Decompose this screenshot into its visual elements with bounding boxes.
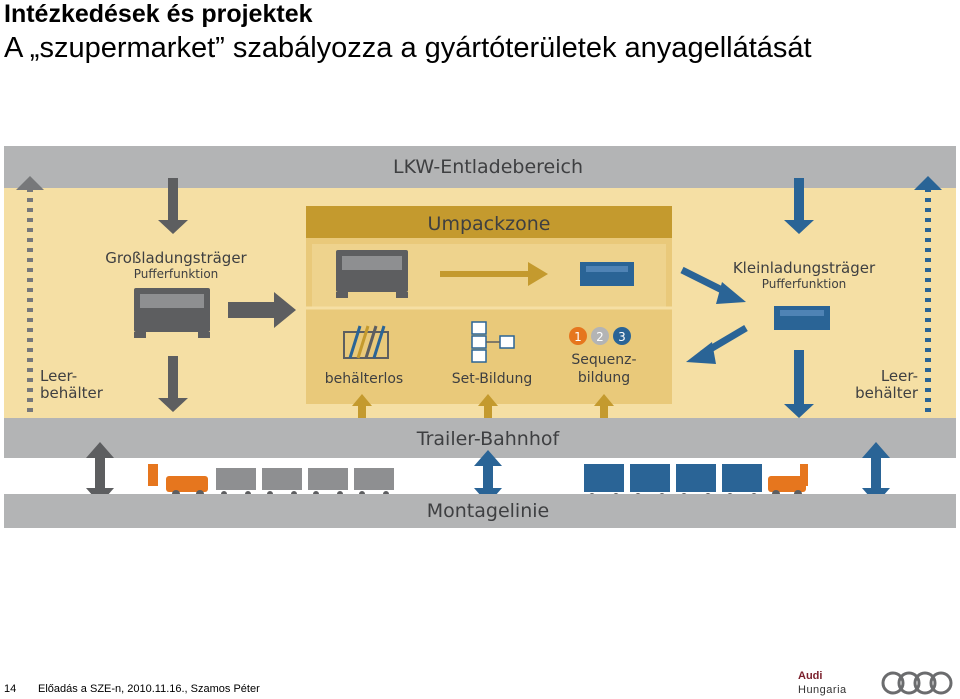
repack-zone (306, 206, 672, 404)
left-to-repack-arrow (228, 292, 296, 328)
sequence-badge-3 (613, 327, 631, 345)
sequence-badge-1 (569, 327, 587, 345)
trailer-station-label: Trailer-Bahnhof (416, 428, 561, 450)
sequence-badge-2-label: 2 (596, 330, 604, 344)
unloading-band-label: LKW-Entladebereich (393, 156, 583, 178)
brand-subname: Hungaria (798, 684, 847, 696)
repack-zone-title: Umpackzone (428, 213, 551, 235)
supermarket-diagram: LKW-Entladebereich Umpackzone behälterlo… (4, 146, 956, 528)
slide-title: Intézkedések és projektek (4, 0, 313, 28)
trailer-station-band (4, 418, 956, 458)
page-number: 14 (4, 683, 17, 695)
sequence-badge-2 (591, 327, 609, 345)
slide-subtitle: A „szupermarket” szabályozza a gyártóter… (4, 32, 812, 64)
gray-tugger-train (148, 464, 394, 498)
right-empty-label-2: behälter (855, 384, 919, 402)
left-down-arrow (158, 356, 188, 412)
left-empty-label-2: behälter (40, 384, 104, 402)
sequence-badge-1-label: 1 (574, 330, 582, 344)
large-carrier-sublabel: Pufferfunktion (134, 267, 219, 281)
footer-text: Előadás a SZE-n, 2010.11.16., Szamos Pét… (38, 683, 260, 695)
zone-containerless: behälterlos (325, 371, 403, 387)
right-dashed-arrowhead (914, 176, 942, 190)
right-top-arrow (784, 178, 814, 234)
repack-zone-header (306, 206, 672, 238)
small-carrier-icon (774, 306, 830, 330)
zone-sequence-line2: bildung (578, 370, 630, 386)
left-empty-label-1: Leer- (40, 367, 77, 385)
assembly-line-band (4, 494, 956, 528)
right-arrow-diag-2-head (686, 342, 716, 364)
zone-sequence-line1: Sequenz- (571, 352, 636, 368)
small-carrier-sublabel: Pufferfunktion (762, 277, 847, 291)
large-carrier-label: Großladungsträger (105, 249, 247, 267)
left-dashed-arrowhead (16, 176, 44, 190)
small-carrier-label: Kleinladungsträger (733, 259, 876, 277)
brand-name: Audi (798, 670, 823, 682)
right-arrow-diag-1-head (716, 282, 746, 304)
zone-set-building: Set-Bildung (452, 371, 532, 387)
large-carrier-icon (134, 288, 210, 338)
right-empty-label-1: Leer- (881, 367, 918, 385)
rack-icon (343, 325, 389, 359)
assembly-line-label: Montagelinie (427, 500, 549, 522)
four-rings-logo (881, 671, 953, 695)
repack-arrowhead (528, 262, 548, 286)
left-top-arrow (158, 178, 188, 234)
large-container-icon (336, 250, 408, 298)
set-building-icon (471, 321, 515, 363)
sequence-badge-3-label: 3 (618, 330, 626, 344)
right-down-arrow (784, 350, 814, 418)
small-container-icon (580, 262, 634, 286)
